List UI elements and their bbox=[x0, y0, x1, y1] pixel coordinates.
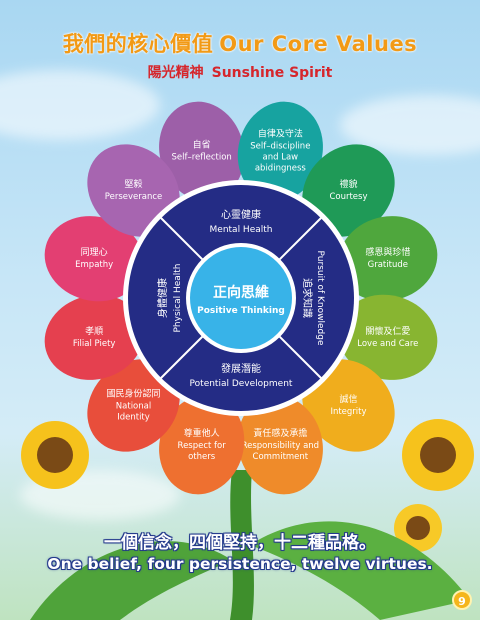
petal-shape bbox=[302, 144, 395, 237]
slogan-en: One belief, four persistence, twelve vir… bbox=[47, 555, 433, 573]
petal-label-en: Courtesy bbox=[329, 192, 367, 202]
stem bbox=[230, 470, 254, 620]
center-circle bbox=[190, 247, 292, 349]
leaf-left bbox=[30, 541, 232, 620]
petal-label-en: Love and Care bbox=[357, 339, 418, 349]
petal-shape bbox=[44, 294, 144, 380]
sunflower-left bbox=[21, 421, 89, 489]
page-number-badge: 9 bbox=[452, 590, 472, 610]
petal-shape bbox=[159, 101, 245, 201]
ring-labels: 心靈健康 Mental Health 追求知識 Pursuit of Knowl… bbox=[156, 208, 325, 389]
petal-label-en: Responsibility and bbox=[242, 441, 320, 451]
petal-shape bbox=[338, 216, 438, 302]
petal-label-zh: 孝順 bbox=[85, 326, 103, 337]
petal-label-zh: 關懷及仁愛 bbox=[365, 325, 410, 337]
sunflower-small bbox=[394, 504, 442, 552]
petal-label-en: Respect for bbox=[178, 441, 227, 451]
petal-label-zh: 責任感及承擔 bbox=[253, 427, 307, 439]
ring-label-en: Physical Health bbox=[173, 263, 183, 332]
petal-label-zh: 尊重他人 bbox=[184, 427, 220, 439]
ring-label-zh: 身體健康 bbox=[156, 278, 169, 318]
petal-shape bbox=[237, 395, 323, 495]
petal-label-zh: 誠信 bbox=[339, 393, 357, 405]
cloud bbox=[0, 70, 160, 140]
petal-shape bbox=[237, 101, 323, 201]
petal-shape bbox=[159, 395, 245, 495]
petal-label-en: others bbox=[188, 452, 216, 462]
petal-label-en: National bbox=[116, 401, 151, 411]
petal-label-en: Empathy bbox=[75, 260, 113, 270]
petal-label-en: and Law bbox=[263, 153, 299, 163]
petal-label-en: Perseverance bbox=[105, 192, 162, 202]
ring-label-en: Mental Health bbox=[210, 225, 273, 235]
petal-label-zh: 國民身份認同 bbox=[107, 387, 161, 399]
petal-label-en: Integrity bbox=[330, 407, 366, 417]
center-label-en: Positive Thinking bbox=[197, 306, 285, 316]
footer-slogan: 一個信念，四個堅持，十二種品格。 One belief, four persis… bbox=[0, 528, 480, 573]
petal-shape bbox=[44, 216, 144, 302]
petal-label-zh: 感恩與珍惜 bbox=[365, 246, 410, 258]
petal-shape bbox=[87, 144, 180, 237]
page-subtitle: 陽光精神 Sunshine Spirit bbox=[0, 62, 480, 82]
leaf-right bbox=[250, 521, 470, 620]
petal-label-zh: 堅毅 bbox=[125, 178, 143, 190]
petal-label-zh: 自律及守法 bbox=[258, 128, 303, 140]
petal-label-en: Filial Piety bbox=[73, 339, 116, 349]
sunflower-right bbox=[402, 419, 474, 491]
ring-label-zh: 發展潛能 bbox=[221, 362, 261, 375]
background-flowers bbox=[21, 419, 474, 620]
subtitle-zh: 陽光精神 bbox=[147, 65, 204, 81]
petal-shape bbox=[338, 294, 438, 380]
petal-label-en: Gratitude bbox=[368, 260, 408, 270]
petal-shape bbox=[87, 359, 180, 452]
petal-label-zh: 同理心 bbox=[81, 247, 108, 258]
title-en: Our Core Values bbox=[219, 32, 418, 56]
subtitle-en: Sunshine Spirit bbox=[211, 65, 333, 81]
petal-label-en: Self–discipline bbox=[250, 142, 310, 152]
petal-label-en: Commitment bbox=[253, 452, 309, 462]
petal-label-zh: 自省 bbox=[193, 139, 211, 151]
petal-label-en: Identity bbox=[117, 412, 150, 422]
title-zh: 我們的核心價值 bbox=[62, 32, 214, 56]
ring-label-en: Pursuit of Knowledge bbox=[315, 251, 325, 346]
ring-label-zh: 心靈健康 bbox=[221, 208, 261, 221]
petal-label-en: Self–reflection bbox=[172, 153, 232, 163]
petal-label-zh: 禮貌 bbox=[339, 178, 357, 190]
inner-ring bbox=[123, 180, 359, 416]
ring-label-zh: 追求知識 bbox=[301, 278, 314, 318]
petal-label-en: abidingness bbox=[255, 164, 307, 174]
petal-shape bbox=[302, 359, 395, 452]
center-label-zh: 正向思維 bbox=[213, 284, 269, 301]
ring-label-en: Potential Development bbox=[190, 379, 293, 389]
slogan-zh: 一個信念，四個堅持，十二種品格。 bbox=[104, 533, 376, 553]
